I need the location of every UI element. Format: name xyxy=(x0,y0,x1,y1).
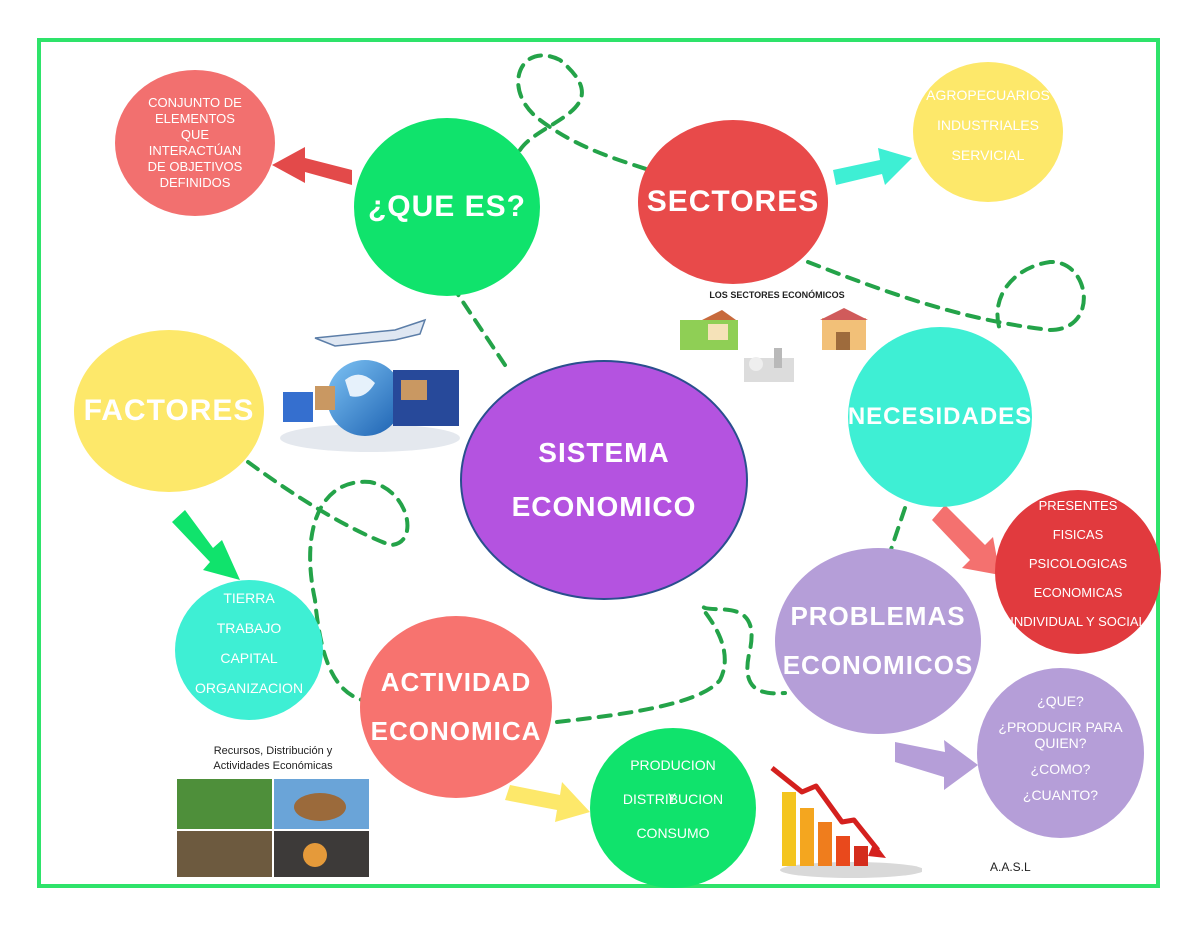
actividad-node: ACTIVIDAD ECONOMICA xyxy=(360,616,552,798)
list-item: PSICOLOGICAS xyxy=(1028,556,1128,571)
list-item: FISICAS xyxy=(1052,527,1104,542)
connector-actividad-problemas xyxy=(555,604,787,724)
list-item: PRESENTES xyxy=(1038,498,1118,513)
arrow-queses-definition xyxy=(272,147,352,185)
center-node: SISTEMA ECONOMICO xyxy=(460,360,748,600)
list-item: INTERACTÚAN xyxy=(148,143,242,158)
list-item: CONSUMO xyxy=(636,825,710,841)
center-title-line2: ECONOMICO xyxy=(511,491,697,522)
factores-title: FACTORES xyxy=(83,394,255,427)
center-title-line1: SISTEMA xyxy=(538,437,670,468)
que-es-node: ¿QUE ES? xyxy=(354,118,540,296)
list-item: DISTRIBUCION xyxy=(622,791,724,807)
arrow-actividad-items xyxy=(505,782,590,822)
factores-items-node: TIERRA TRABAJO CAPITAL ORGANIZACION xyxy=(175,580,323,720)
arrow-necesidades-items xyxy=(932,505,1000,575)
activity-photos xyxy=(177,779,369,877)
actividad-connector-y: Y xyxy=(668,791,677,805)
factores-items-list: TIERRA TRABAJO CAPITAL ORGANIZACION xyxy=(195,590,303,710)
list-item: CAPITAL xyxy=(220,650,278,666)
list-item: ¿PRODUCIR PARA QUIEN? xyxy=(998,719,1123,751)
problemas-items-node: ¿QUE? ¿PRODUCIR PARA QUIEN? ¿COMO? ¿CUANTO? xyxy=(977,668,1144,838)
logistics-icons xyxy=(280,318,460,452)
sectores-icons xyxy=(680,308,868,382)
list-item: DE OBJETIVOS xyxy=(147,159,243,174)
problemas-title-line1: PROBLEMAS xyxy=(790,601,966,631)
list-item: ¿QUE? xyxy=(1037,693,1084,709)
que-es-title: ¿QUE ES? xyxy=(367,190,526,223)
sectores-node: SECTORES xyxy=(638,120,828,284)
necesidades-items-node: PRESENTES FISICAS PSICOLOGICAS ECONOMICAS IN… xyxy=(995,490,1161,654)
list-item: CONJUNTO DE xyxy=(148,95,242,110)
sectores-image-caption: LOS SECTORES ECONÓMICOS xyxy=(709,290,845,300)
connector-queses-sectores xyxy=(516,53,657,174)
arrow-factores-items xyxy=(172,510,240,580)
list-item: ELEMENTOS xyxy=(155,111,235,126)
arrow-sectores-items xyxy=(833,148,912,185)
list-item: SERVICIAL xyxy=(951,147,1025,163)
problemas-title-line2: ECONOMICOS xyxy=(782,650,974,680)
list-item: ORGANIZACION xyxy=(194,680,304,696)
actividad-items-list: PRODUCION DISTRIBUCION CONSUMO xyxy=(623,757,723,859)
sectores-title: SECTORES xyxy=(646,185,820,218)
list-item: ¿COMO? xyxy=(1030,761,1091,777)
list-item: TRABAJO xyxy=(216,620,282,636)
sectores-items-node: AGROPECUARIOS INDUSTRIALES SERVICIAL xyxy=(913,62,1063,202)
decline-chart-illustration xyxy=(762,762,922,880)
list-item: ECONOMICAS xyxy=(1033,585,1123,600)
author-signature: A.A.S.L xyxy=(990,860,1031,874)
necesidades-items-list: PRESENTES FISICAS PSICOLOGICAS ECONOMICAS IN… xyxy=(1010,498,1146,643)
actividad-title-line1: ACTIVIDAD xyxy=(380,667,532,697)
necesidades-title: NECESIDADES xyxy=(848,403,1032,430)
frame-border xyxy=(37,38,1160,888)
activity-caption-1: Recursos, Distribución y xyxy=(213,745,333,757)
connector-center-queses xyxy=(453,288,507,367)
connector-sectores-necesidades xyxy=(806,259,1086,333)
logistics-illustration xyxy=(275,308,465,458)
problemas-items-list: ¿QUE? ¿PRODUCIR PARA QUIEN? ¿COMO? ¿CUANTO? xyxy=(977,693,1144,813)
list-item: DEFINIDOS xyxy=(159,175,231,190)
actividad-title-line2: ECONOMICA xyxy=(370,716,542,746)
list-item: ¿CUANTO? xyxy=(1022,787,1099,803)
actividad-items-node: PRODUCION DISTRIBUCION CONSUMO xyxy=(590,728,756,888)
problemas-node: PROBLEMAS ECONOMICOS xyxy=(775,548,981,734)
arrow-problemas-items xyxy=(895,740,978,790)
list-item: PRODUCION xyxy=(630,757,716,773)
necesidades-node: NECESIDADES xyxy=(848,327,1032,507)
list-item: INDUSTRIALES xyxy=(937,117,1039,133)
list-item: QUE xyxy=(180,127,210,142)
list-item: AGROPECUARIOS xyxy=(926,87,1050,103)
sectores-illustration: LOS SECTORES ECONÓMICOS xyxy=(672,288,882,396)
activity-caption-2: Actividades Económicas xyxy=(213,760,333,772)
sectores-items-list: AGROPECUARIOS INDUSTRIALES SERVICIAL xyxy=(926,87,1050,177)
decline-bars xyxy=(770,766,922,878)
factores-node: FACTORES xyxy=(74,330,264,492)
activity-illustration: Recursos, Distribución y Actividades Eco… xyxy=(175,743,371,879)
list-item: INDIVIDUAL Y SOCIAL xyxy=(1010,614,1146,629)
list-item: TIERRA xyxy=(223,590,275,606)
